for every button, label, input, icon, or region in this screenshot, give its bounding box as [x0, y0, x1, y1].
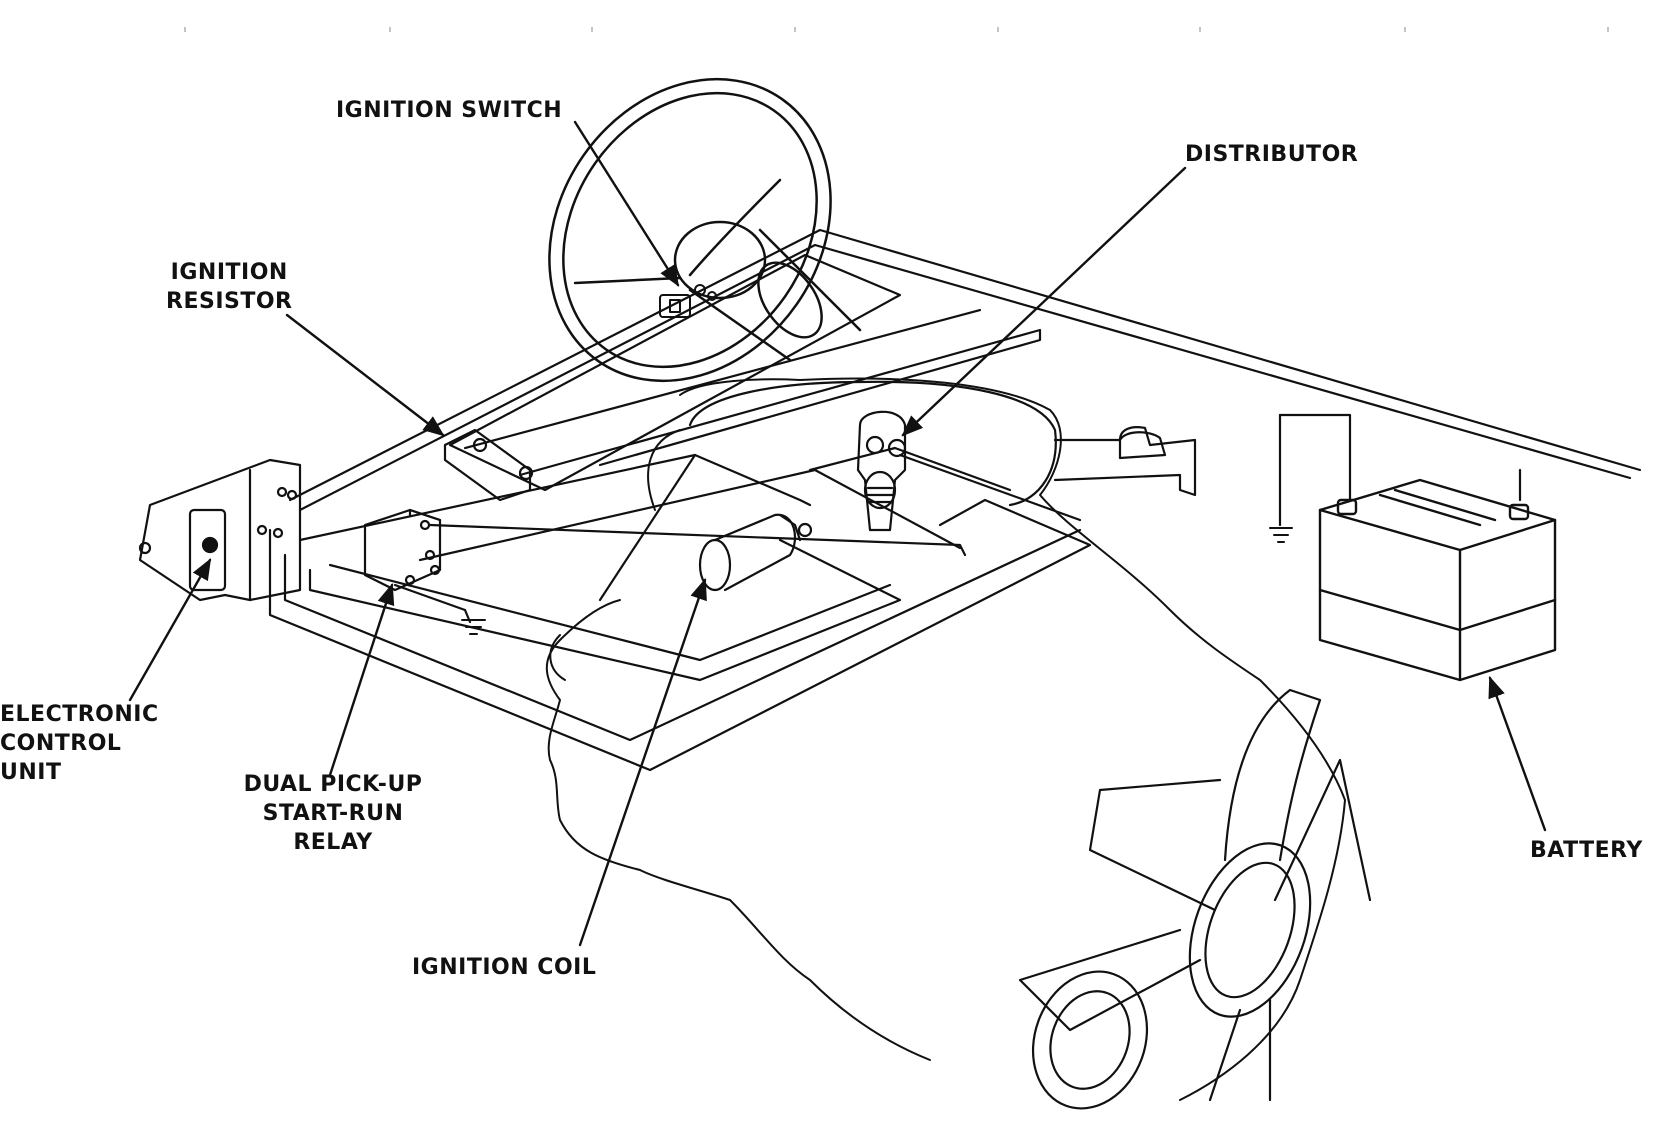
label-electronic-control-unit: ELECTRONIC CONTROL UNIT — [0, 700, 159, 787]
engine-outline — [545, 377, 1346, 1101]
label-relay-line3: RELAY — [293, 830, 373, 855]
air-cleaner — [688, 380, 1197, 507]
ignition-resistor-part — [443, 428, 534, 502]
label-ignition-switch: IGNITION SWITCH — [336, 98, 563, 123]
label-ecu-line3: UNIT — [0, 760, 62, 785]
ecu-part — [138, 458, 302, 602]
label-ecu-line2: CONTROL — [0, 731, 122, 756]
fan-part — [1018, 688, 1372, 1110]
wiring-harness — [268, 228, 1642, 772]
battery-part — [1318, 478, 1557, 682]
label-ignition-resistor-line1: IGNITION — [170, 260, 288, 285]
label-distributor: DISTRIBUTOR — [1185, 142, 1359, 167]
distributor-part — [856, 410, 907, 532]
ground-symbols — [461, 527, 1293, 635]
label-ignition-resistor-line2: RESISTOR — [166, 289, 293, 314]
relay-part — [363, 508, 442, 592]
label-dual-pickup-relay: DUAL PICK-UP START-RUN RELAY — [238, 770, 428, 857]
steering-wheel — [548, 77, 862, 383]
label-relay-line1: DUAL PICK-UP — [243, 772, 423, 797]
label-relay-line2: START-RUN — [262, 801, 404, 826]
label-battery: BATTERY — [1530, 838, 1643, 863]
leader-lines — [128, 120, 1547, 947]
top-tick-marks — [184, 27, 1609, 32]
label-ignition-resistor: IGNITION RESISTOR — [166, 258, 293, 316]
ignition-coil-part — [698, 513, 813, 592]
label-ecu-line1: ELECTRONIC — [0, 702, 159, 727]
label-ignition-coil: IGNITION COIL — [412, 955, 597, 980]
